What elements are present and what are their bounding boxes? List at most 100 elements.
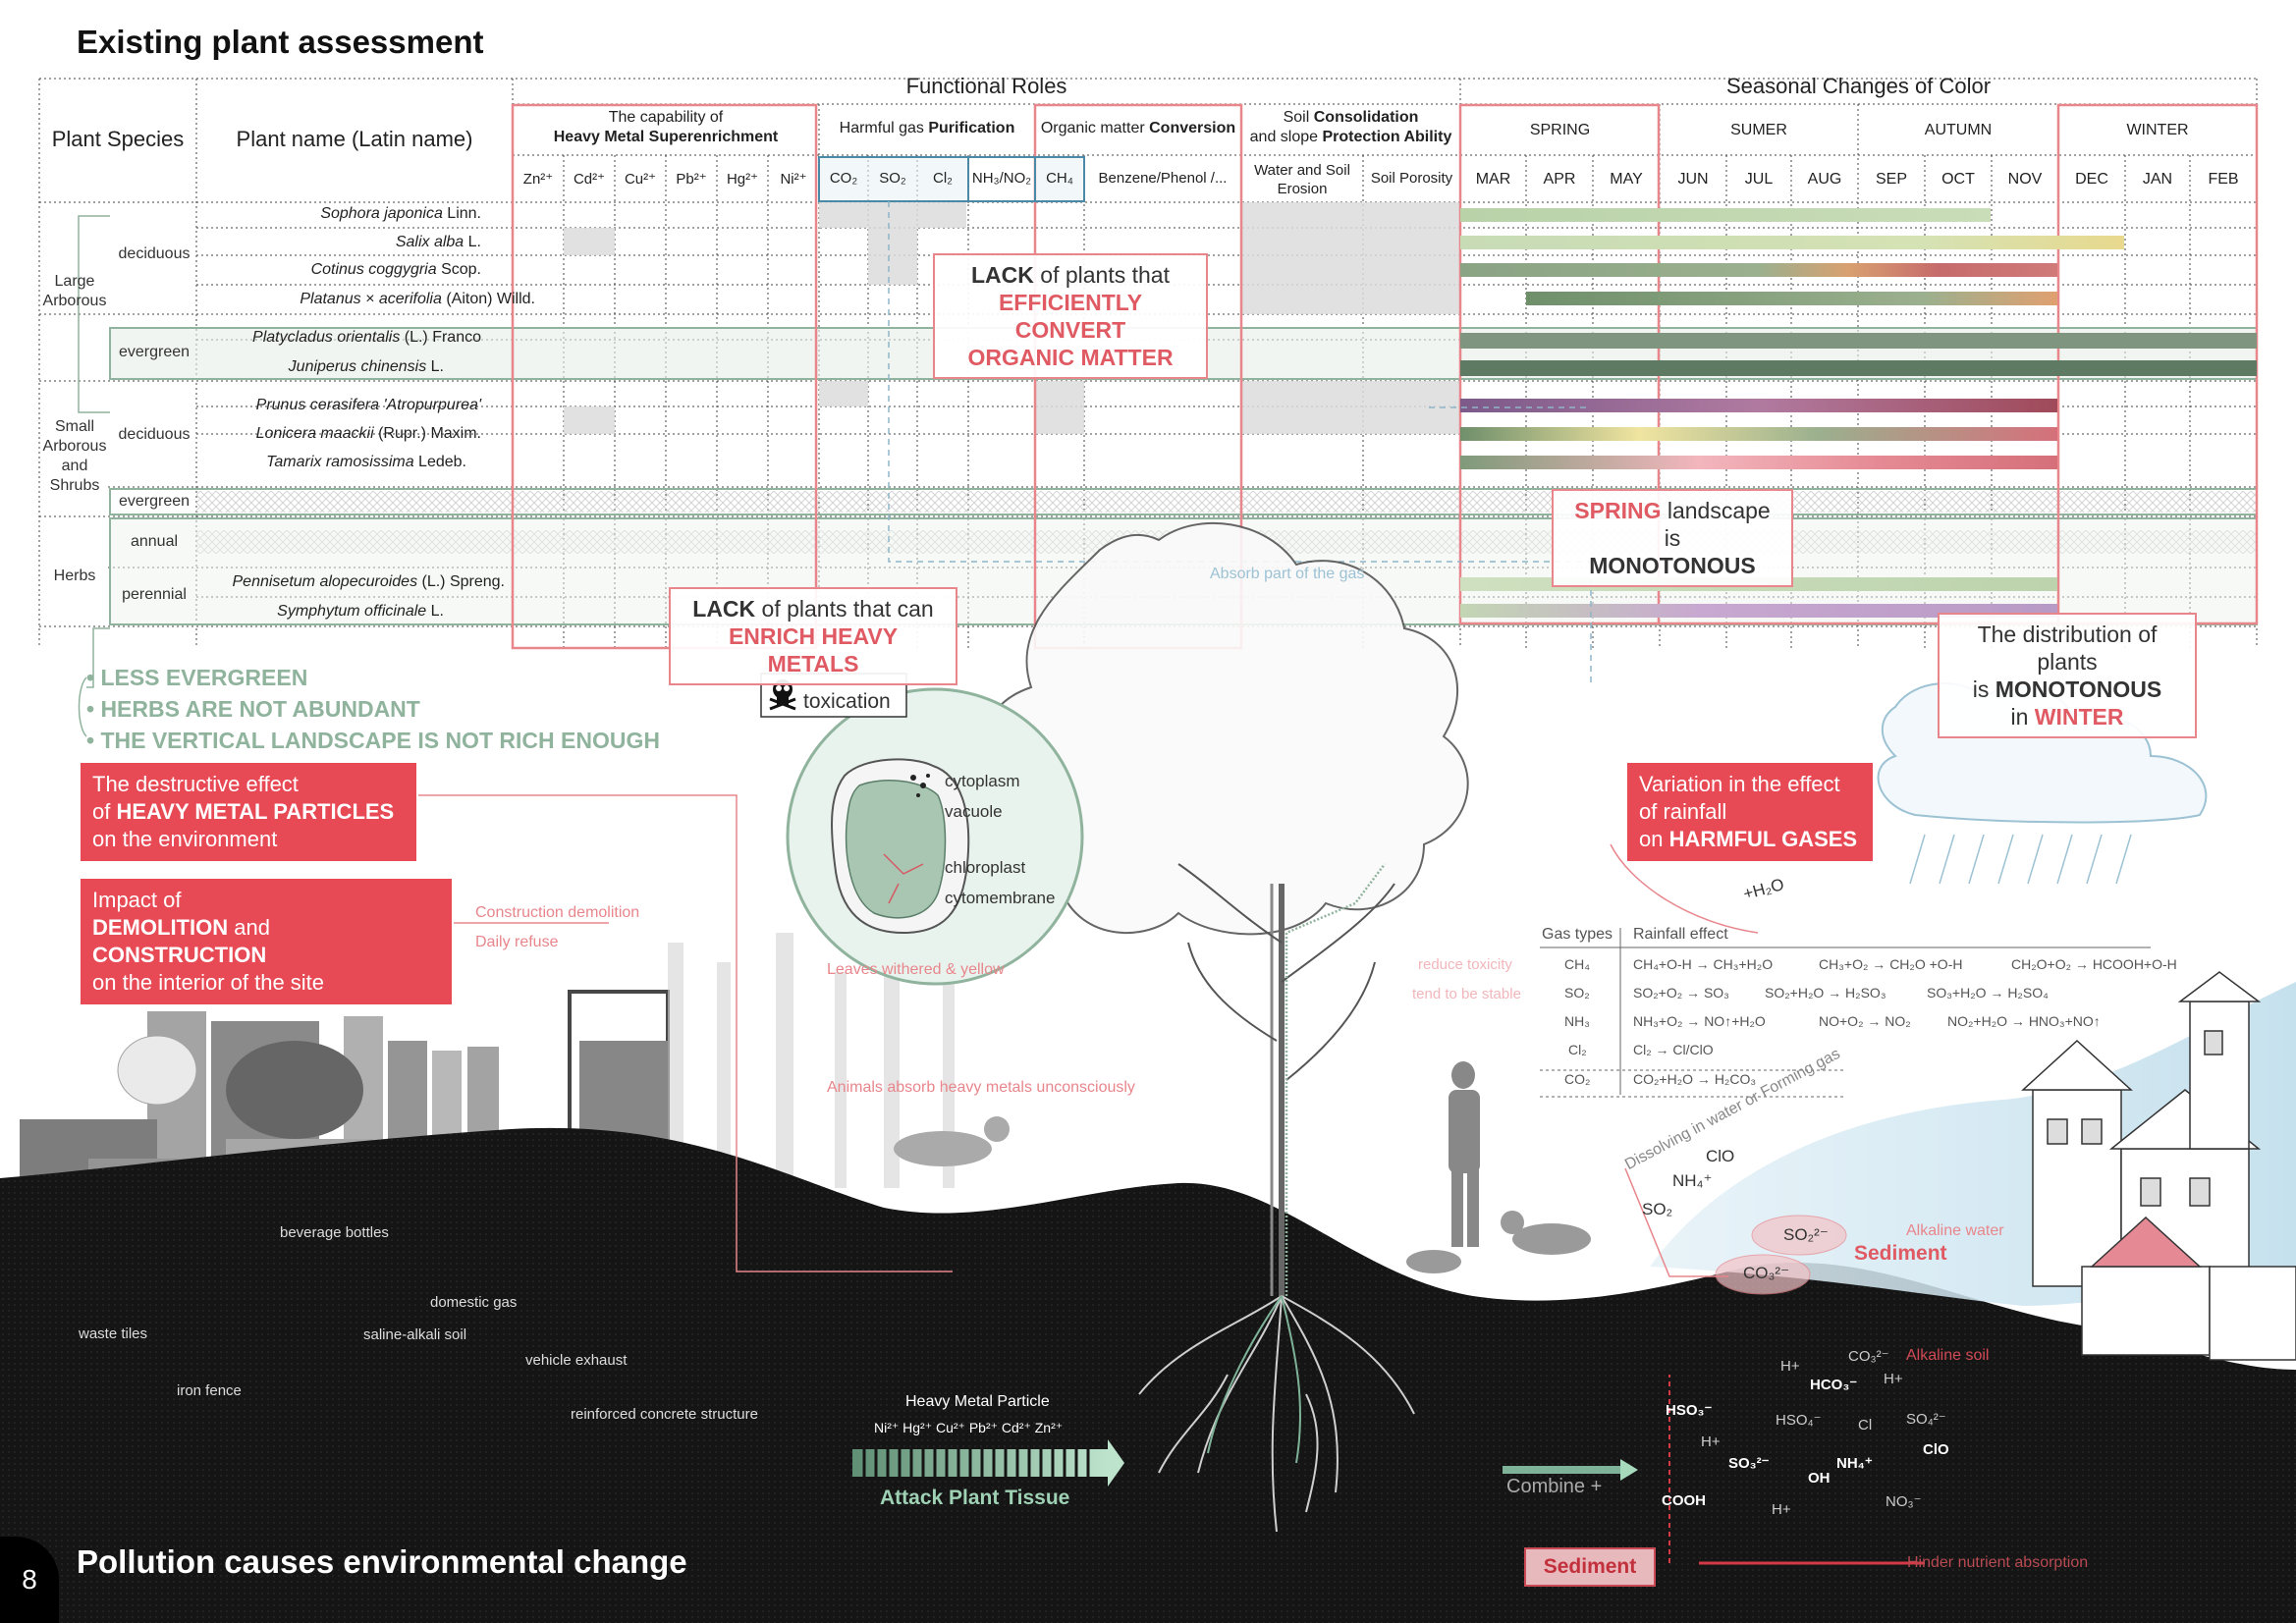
- plant-row: Pennisetum alopecuroides (L.) Spreng.: [232, 573, 506, 590]
- plant-row: Platanus × acerifolia (Aiton) Willd.: [300, 291, 535, 307]
- gas-row-r3: NO₂+H₂O → HNO₃+NO↑: [1947, 1013, 2101, 1029]
- month-may: MAY: [1610, 171, 1643, 188]
- chem-no3: NO₃⁻: [1886, 1493, 1922, 1510]
- col-plant-species: Plant Species: [51, 127, 185, 151]
- month-dec: DEC: [2075, 171, 2108, 188]
- box-rainfall-gases: Variation in the effect of rainfall on H…: [1625, 761, 1875, 863]
- chem-hplus1: H+: [1780, 1358, 1800, 1375]
- heavy-metal-header: The capability of Heavy Metal Superenric…: [553, 109, 779, 145]
- chem-oh: OH: [1808, 1470, 1831, 1487]
- group-small-deciduous: deciduous: [118, 426, 191, 443]
- metal-hg: Hg²⁺: [726, 171, 759, 188]
- label-toxication: toxication: [803, 690, 891, 713]
- label-vehicle: vehicle exhaust: [525, 1352, 628, 1369]
- gas-row-r3: SO₃+H₂O → H₂SO₄: [1927, 985, 2049, 1001]
- note-herbs: • HERBS ARE NOT ABUNDANT: [86, 696, 420, 722]
- month-feb: FEB: [2208, 171, 2239, 188]
- chem-so2a: SO₂: [1642, 1200, 1673, 1218]
- plant-row: Sophora japonica Linn.: [320, 205, 481, 222]
- chem-hso3: HSO₃⁻: [1666, 1402, 1713, 1419]
- gas-table-h2: Rainfall effect: [1633, 926, 1728, 943]
- chem-hplus3: H+: [1701, 1434, 1721, 1450]
- person: [1449, 1061, 1480, 1247]
- shaded-cells: [564, 202, 1460, 434]
- group-large-deciduous: deciduous: [118, 245, 191, 262]
- label-combine: Combine +: [1506, 1476, 1603, 1497]
- gas-table-h1: Gas types: [1542, 926, 1613, 943]
- gas-row-r1: NH₃+O₂ → NO↑+H₂O: [1633, 1013, 1766, 1029]
- soil-header: Soil Consolidation and slope Protection …: [1249, 109, 1452, 145]
- label-stable: tend to be stable: [1412, 986, 1521, 1002]
- label-absorb-gas: Absorb part of the gas: [1210, 566, 1365, 582]
- callout-heavy-metals: LACK of plants that can ENRICH HEAVY MET…: [669, 587, 957, 685]
- label-refuse: Daily refuse: [475, 934, 559, 950]
- functional-roles-header: Functional Roles: [905, 74, 1067, 98]
- label-vacuole: vacuole: [945, 802, 1003, 821]
- chem-hplus2: H+: [1884, 1371, 1903, 1387]
- chem-co3b: CO₃²⁻: [1848, 1348, 1889, 1365]
- group-herbs: Herbs: [53, 568, 96, 584]
- chem-cooh: COOH: [1662, 1492, 1706, 1509]
- soil-erosion: Water and Soil Erosion: [1254, 162, 1350, 197]
- gas-row-r1: SO₂+O₂ → SO₃: [1633, 985, 1729, 1001]
- label-alkaline-soil: Alkaline soil: [1906, 1347, 1990, 1364]
- label-cytoplasm: cytoplasm: [945, 772, 1020, 790]
- label-reduce: reduce toxicity: [1418, 956, 1512, 973]
- label-construction: Construction demolition: [475, 904, 640, 921]
- plant-row: Salix alba L.: [395, 234, 481, 250]
- gas-row-label: NH₃: [1564, 1013, 1590, 1029]
- gas-row-r3: CH₂O+O₂ → HCOOH+O-H: [2011, 956, 2177, 972]
- label-hm-particle: Heavy Metal Particle: [905, 1393, 1050, 1410]
- dogs: [894, 1116, 1591, 1273]
- month-sep: SEP: [1875, 171, 1907, 188]
- metal-ni: Ni²⁺: [780, 171, 807, 188]
- month-apr: APR: [1543, 171, 1576, 188]
- chem-clo: ClO: [1706, 1147, 1735, 1165]
- month-aug: AUG: [1807, 171, 1842, 188]
- label-cytomembrane: cytomembrane: [945, 889, 1056, 907]
- gas-row-r2: SO₂+H₂O → H₂SO₃: [1765, 985, 1886, 1001]
- chem-nh4: NH₄⁺: [1672, 1171, 1713, 1190]
- harmful-gas-header: Harmful gas Purification: [839, 120, 1015, 136]
- month-nov: NOV: [2007, 171, 2043, 188]
- house: [2021, 971, 2296, 1361]
- callout-organic-matter: LACK of plants that EFFICIENTLY CONVERT …: [933, 253, 1208, 379]
- callout-winter: The distribution of plants is MONOTONOUS…: [1938, 613, 2197, 738]
- soil-porosity: Soil Porosity: [1370, 170, 1453, 187]
- label-iron-fence: iron fence: [177, 1382, 242, 1399]
- gas-row-r2: NO+O₂ → NO₂: [1819, 1013, 1911, 1029]
- label-sediment-top: Sediment: [1854, 1242, 1947, 1265]
- gas-ch4: CH₄: [1046, 170, 1073, 187]
- label-animals: Animals absorb heavy metals unconsciousl…: [827, 1079, 1135, 1096]
- plant-row: Cotinus coggygria Scop.: [310, 261, 481, 278]
- plant-row: Prunus cerasifera 'Atropurpurea': [255, 397, 481, 413]
- season-autumn: AUTUMN: [1924, 122, 1993, 138]
- chem-nh4b: NH₄⁺: [1836, 1455, 1873, 1472]
- month-oct: OCT: [1941, 171, 1975, 188]
- plant-row: Lonicera maackii (Rupr.) Maxim.: [255, 425, 481, 442]
- page-title: Existing plant assessment: [77, 24, 484, 60]
- group-large-arborous: Large Arborous: [42, 273, 107, 309]
- chem-clo2: ClO: [1923, 1441, 1949, 1458]
- gas-nh3: NH₃/NO₂: [971, 170, 1032, 187]
- gas-row-label: Cl₂: [1568, 1042, 1587, 1057]
- group-small-evergreen: evergreen: [118, 493, 191, 510]
- label-alkaline-water: Alkaline water: [1906, 1222, 2004, 1239]
- chem-hso4: HSO₄⁻: [1776, 1412, 1822, 1429]
- label-beverage: beverage bottles: [280, 1224, 389, 1241]
- gas-row-r2: CH₃+O₂ → CH₂O +O-H: [1819, 956, 1963, 972]
- label-concrete: reinforced concrete structure: [571, 1406, 758, 1423]
- group-perennial: perennial: [122, 586, 187, 603]
- note-vertical: • THE VERTICAL LANDSCAPE IS NOT RICH ENO…: [86, 728, 660, 753]
- gas-co2: CO₂: [829, 170, 858, 187]
- roots: [1138, 1295, 1415, 1533]
- label-attack: Attack Plant Tissue: [880, 1487, 1070, 1509]
- chem-so3: SO₃²⁻: [1728, 1455, 1770, 1472]
- metal-cu: Cu²⁺: [624, 171, 657, 188]
- metal-zn: Zn²⁺: [522, 171, 554, 188]
- metal-cd: Cd²⁺: [573, 171, 606, 188]
- chem-co3a: CO₃²⁻: [1743, 1264, 1790, 1282]
- season-winter: WINTER: [2126, 122, 2189, 138]
- callout-spring: SPRING landscape is MONOTONOUS: [1552, 489, 1793, 587]
- gas-row-label: SO₂: [1564, 985, 1590, 1001]
